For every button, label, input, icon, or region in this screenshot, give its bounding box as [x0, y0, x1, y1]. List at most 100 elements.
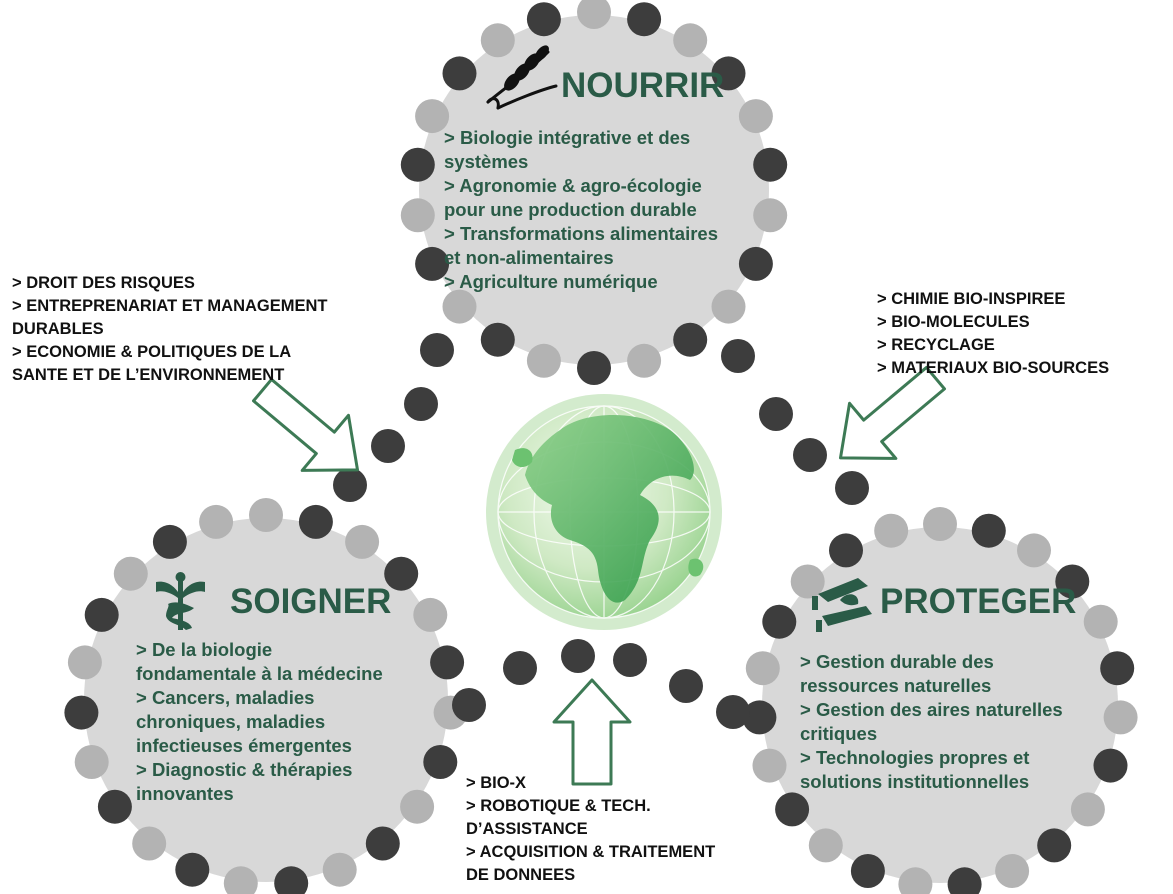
top-left-item: > DROIT DES RISQUES	[12, 274, 195, 292]
connector-dot	[420, 333, 454, 367]
top-right-list: > CHIMIE BIO-INSPIREE > BIO-MOLECULES > …	[877, 288, 1109, 380]
ring-dot	[442, 289, 477, 324]
ring-dot	[577, 0, 611, 29]
ring-dot	[971, 513, 1006, 548]
ring-dot	[223, 866, 258, 894]
ring-dot	[947, 867, 982, 894]
bottom-item: > BIO-X	[466, 774, 527, 792]
bottom-list: > BIO-X > ROBOTIQUE & TECH. D’ASSISTANCE…	[466, 772, 715, 887]
ring-dot	[526, 343, 561, 378]
ring-dot	[808, 828, 843, 863]
top-left-item: > ENTREPRENARIAT ET MANAGEMENT	[12, 297, 328, 315]
nourrir-item: > Agronomie & agro-écologie	[444, 175, 702, 196]
ring-dot	[923, 507, 957, 541]
ring-dot	[673, 322, 708, 357]
ring-dot	[577, 351, 611, 385]
connector-dot	[371, 429, 405, 463]
connector-dot	[793, 438, 827, 472]
ring-dot	[67, 645, 102, 680]
soigner-title: SOIGNER	[230, 582, 392, 621]
ring-dot	[175, 852, 210, 887]
proteger-title: PROTEGER	[880, 582, 1077, 621]
ring-dot	[738, 246, 773, 281]
ring-dot	[400, 147, 435, 182]
ring-dot	[1017, 533, 1051, 568]
proteger-item: > Technologies propres et	[800, 747, 1030, 768]
ring-dot	[775, 792, 810, 827]
ring-dot	[423, 745, 458, 779]
ring-dot	[113, 556, 148, 591]
ring-dot	[384, 556, 419, 591]
connector-dots	[333, 333, 869, 729]
soigner-item: innovantes	[136, 783, 234, 804]
connector-dot	[835, 471, 869, 505]
nourrir-item: systèmes	[444, 151, 529, 172]
connector-dot	[333, 468, 367, 502]
ring-dot	[132, 826, 167, 861]
soigner-item: > Diagnostic & thérapies	[136, 759, 353, 780]
connector-dot	[759, 397, 793, 431]
top-right-item: > CHIMIE BIO-INSPIREE	[877, 290, 1066, 308]
arrow-top-right	[839, 365, 946, 460]
ring-dot	[1083, 604, 1118, 639]
ring-dot	[1100, 651, 1135, 686]
globe-icon	[486, 394, 722, 630]
ring-dot	[298, 504, 333, 539]
ring-dot	[1093, 748, 1128, 783]
ring-dot	[480, 322, 515, 357]
caduceus-icon	[156, 572, 205, 630]
ring-dot	[752, 748, 787, 783]
ring-dot	[415, 99, 450, 134]
arrow-top-left	[252, 377, 359, 472]
ring-dot	[1070, 792, 1105, 827]
top-right-item: > RECYCLAGE	[877, 336, 995, 354]
connector-dot	[716, 695, 750, 729]
ring-dot	[345, 524, 380, 559]
soigner-list: > De la biologie fondamentale à la médec…	[136, 638, 383, 806]
ring-dot	[1103, 700, 1138, 735]
ring-dot	[74, 745, 109, 779]
connector-dot	[452, 688, 486, 722]
ring-dot	[673, 23, 708, 58]
ring-dot	[430, 645, 465, 680]
ring-dot	[1037, 828, 1072, 863]
nourrir-list: > Biologie intégrative et des systèmes >…	[444, 126, 718, 294]
ring-dot	[745, 651, 780, 686]
top-left-item: > ECONOMIE & POLITIQUES DE LA	[12, 343, 292, 361]
ring-dot	[152, 524, 187, 559]
ring-dot	[84, 597, 119, 632]
nourrir-title: NOURRIR	[561, 66, 725, 105]
ring-dot	[753, 198, 788, 233]
soigner-item: chroniques, maladies	[136, 711, 326, 732]
proteger-item: solutions institutionnelles	[800, 771, 1030, 792]
nourrir-item: et non-alimentaires	[444, 247, 614, 268]
connector-dot	[613, 643, 647, 677]
ring-dot	[742, 700, 777, 735]
top-right-item: > BIO-MOLECULES	[877, 313, 1030, 331]
bottom-item: DE DONNEES	[466, 866, 576, 884]
ring-dot	[480, 23, 515, 58]
ring-dot	[64, 695, 99, 730]
ring-dot	[898, 867, 933, 894]
ring-dot	[829, 533, 863, 568]
nourrir-item: > Biologie intégrative et des	[444, 127, 691, 148]
ring-dot	[790, 564, 825, 599]
ring-dot	[738, 99, 773, 134]
connector-dot	[404, 387, 438, 421]
soigner-item: > De la biologie	[136, 639, 273, 660]
top-left-item: DURABLES	[12, 320, 104, 338]
top-right-item: > MATERIAUX BIO-SOURCES	[877, 359, 1110, 377]
proteger-item: critiques	[800, 723, 878, 744]
ring-dot	[874, 513, 909, 548]
ring-dot	[97, 789, 132, 824]
ring-dot	[711, 56, 746, 91]
ring-dot	[711, 289, 746, 324]
ring-dot	[274, 866, 309, 894]
ring-dot	[442, 56, 477, 91]
ring-dot	[762, 604, 797, 639]
ring-dot	[526, 2, 561, 37]
wheat-icon	[486, 45, 558, 110]
ring-dot	[249, 498, 283, 532]
bottom-item: > ROBOTIQUE & TECH.	[466, 797, 651, 815]
